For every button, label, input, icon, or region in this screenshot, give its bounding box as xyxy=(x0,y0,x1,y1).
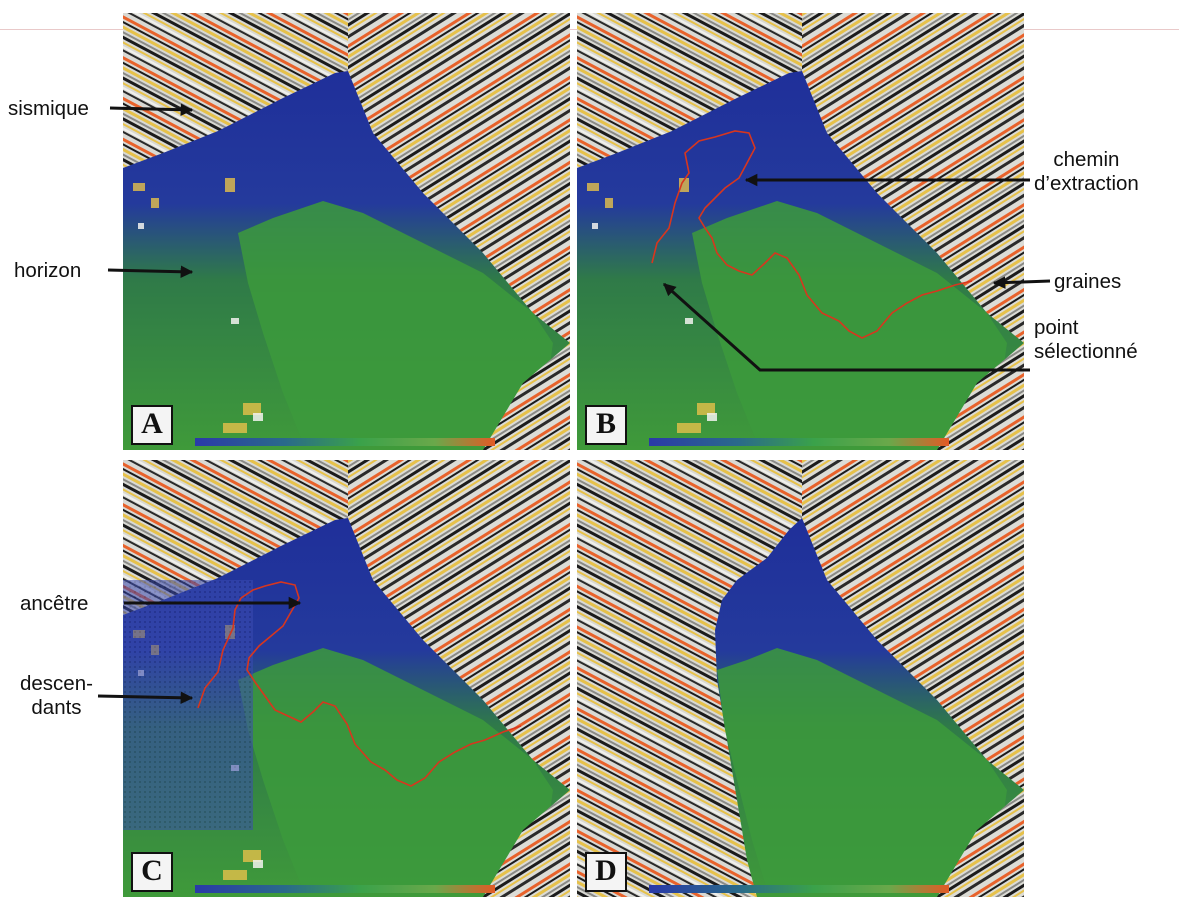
panel-b-image xyxy=(577,13,1024,450)
label-point-selectionne: point sélectionné xyxy=(1034,316,1138,364)
label-point-line1: point xyxy=(1034,316,1079,339)
label-horizon: horizon xyxy=(14,259,82,282)
label-graines: graines xyxy=(1054,270,1122,293)
label-chemin-line1: chemin xyxy=(1053,148,1120,171)
panel-b-extraction-path: B xyxy=(577,13,1024,450)
label-chemin-extraction: chemin d’extraction xyxy=(1034,148,1139,196)
label-descendants-line2: dants xyxy=(31,696,82,719)
label-descendants-line1: descen- xyxy=(20,672,93,695)
panel-a-image xyxy=(123,13,570,450)
label-sismique: sismique xyxy=(8,97,89,120)
panel-a-label: A xyxy=(131,405,173,445)
label-descendants: descen- dants xyxy=(20,672,93,720)
label-chemin-line2: d’extraction xyxy=(1034,172,1139,195)
panel-c-image xyxy=(123,460,570,897)
panel-d-extracted-horizon: D xyxy=(577,460,1024,897)
label-point-line2: sélectionné xyxy=(1034,340,1138,363)
panel-c-ancestor-descendants: C xyxy=(123,460,570,897)
panel-a-seismic-horizon: A xyxy=(123,13,570,450)
panel-d-label: D xyxy=(585,852,627,892)
panel-b-label: B xyxy=(585,405,627,445)
panel-d-image xyxy=(577,460,1024,897)
panel-c-label: C xyxy=(131,852,173,892)
panel-c-ancestor-path-line xyxy=(197,581,522,787)
label-ancetre: ancêtre xyxy=(20,592,89,615)
